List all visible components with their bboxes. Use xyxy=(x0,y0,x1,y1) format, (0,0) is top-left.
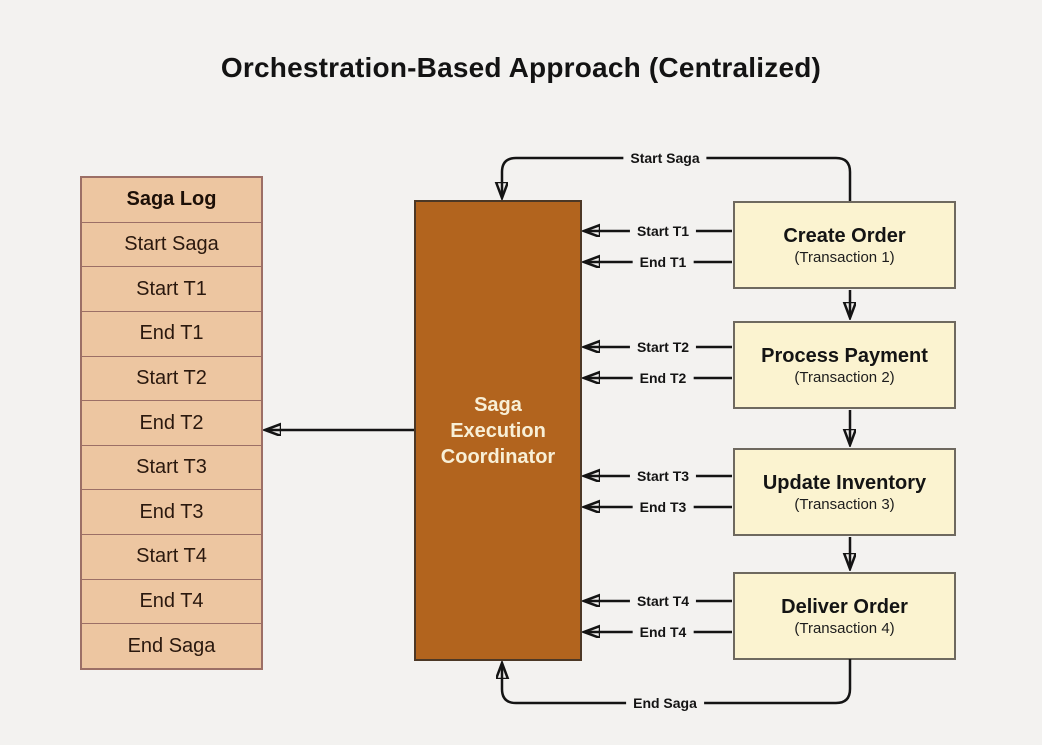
message-label-end-t1: End T1 xyxy=(632,254,694,270)
coordinator-label: Saga Execution Coordinator xyxy=(440,393,556,468)
saga-log-header: Saga Log xyxy=(126,188,217,211)
service-title: Deliver Order xyxy=(781,595,908,618)
saga-log-row: Start T3 xyxy=(82,444,261,490)
saga-log-table: Saga Log Start Saga Start T1 End T1 Star… xyxy=(80,176,263,670)
saga-log-row: Start Saga xyxy=(82,221,261,267)
saga-log-row: Start T4 xyxy=(82,534,261,579)
service-subtitle: (Transaction 2) xyxy=(794,368,895,386)
service-box-update-inventory: Update Inventory (Transaction 3) xyxy=(733,448,956,536)
saga-log-row: End T1 xyxy=(82,310,261,356)
message-label-start-t4: Start T4 xyxy=(629,593,697,609)
service-box-process-payment: Process Payment (Transaction 2) xyxy=(733,321,956,409)
message-label-end-t2: End T2 xyxy=(632,370,694,386)
message-label-end-t4: End T4 xyxy=(632,624,694,640)
message-label-start-t2: Start T2 xyxy=(629,339,697,355)
service-subtitle: (Transaction 1) xyxy=(794,248,895,266)
service-box-create-order: Create Order (Transaction 1) xyxy=(733,201,956,289)
saga-log-row: End T3 xyxy=(82,489,261,534)
saga-log-row: Start T2 xyxy=(82,355,261,401)
message-label-end-saga: End Saga xyxy=(626,695,704,711)
saga-log-row: End T4 xyxy=(82,578,261,624)
saga-log-row: End Saga xyxy=(82,623,261,668)
page-title: Orchestration-Based Approach (Centralize… xyxy=(220,52,822,83)
message-label-start-t3: Start T3 xyxy=(629,468,697,484)
service-box-deliver-order: Deliver Order (Transaction 4) xyxy=(733,572,956,660)
message-label-end-t3: End T3 xyxy=(632,499,694,515)
service-title: Create Order xyxy=(783,224,906,247)
saga-log-row: Start T1 xyxy=(82,266,261,311)
message-label-start-t1: Start T1 xyxy=(629,223,697,239)
message-label-start-saga: Start Saga xyxy=(623,150,707,166)
coordinator-box: Saga Execution Coordinator xyxy=(414,200,582,661)
saga-log-row: End T2 xyxy=(82,400,261,445)
service-title: Update Inventory xyxy=(762,471,927,494)
service-subtitle: (Transaction 3) xyxy=(794,495,895,513)
service-subtitle: (Transaction 4) xyxy=(794,619,895,637)
service-title: Process Payment xyxy=(761,344,928,367)
